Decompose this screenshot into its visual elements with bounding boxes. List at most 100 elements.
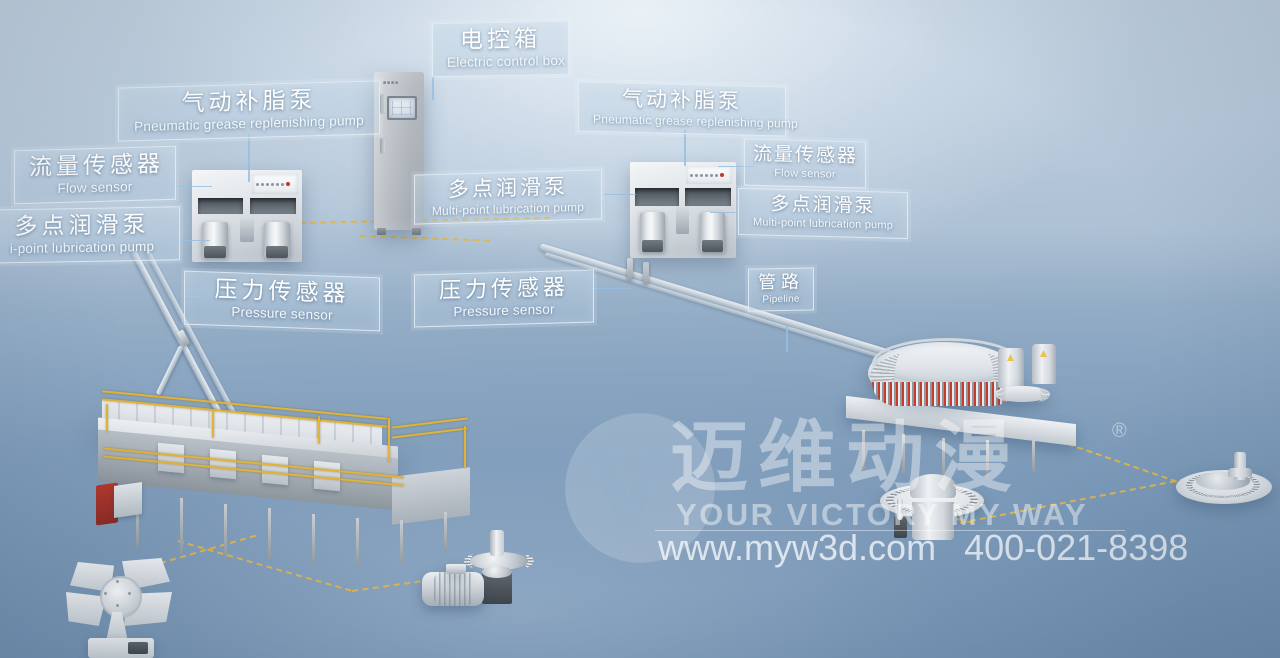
callout-en-text: Pneumatic grease replenishing pump — [134, 112, 364, 135]
right-station-pump-head — [676, 206, 689, 234]
cabinet-door-handle-lower[interactable] — [380, 138, 385, 154]
right-lubrication-station — [630, 162, 736, 258]
cam-bearing-hub — [100, 576, 142, 618]
right-station-motor-2 — [702, 240, 723, 252]
machine-drive-housing — [114, 482, 142, 518]
rotary-leg-1 — [862, 430, 865, 470]
rotary-leg-5 — [1032, 438, 1035, 472]
leader-pipeline — [786, 326, 788, 352]
leader-control-box — [432, 76, 434, 100]
leader-pressure-left — [186, 296, 200, 297]
production-line-machine — [62, 344, 492, 568]
cam-bolt-1 — [116, 580, 119, 583]
safety-rail-post-b — [212, 410, 214, 438]
machine-leg-2 — [180, 498, 183, 554]
leader-flow-sensor-left — [176, 186, 212, 187]
callout-en-text: Multi-point lubrication pump — [431, 199, 585, 219]
cam-bolt-4 — [104, 592, 107, 595]
machine-leg-8 — [444, 512, 447, 552]
warning-triangle-icon-1 — [1007, 354, 1014, 361]
leader-pressure-center — [592, 288, 632, 289]
rotary-tank-right — [1032, 344, 1056, 384]
callout-multipoint-lubrication-pump-left[interactable]: 多点润滑泵 i-point lubrication pump — [0, 206, 180, 264]
pressure-sensor-device-center — [627, 258, 633, 280]
cam-bolt-2 — [128, 592, 131, 595]
machine-leg-6 — [356, 518, 359, 566]
callout-multipoint-lubrication-pump-right[interactable]: 多点润滑泵 Multi-point lubrication pump — [738, 187, 908, 240]
rotary-indexing-machine — [846, 330, 1096, 490]
right-station-motor-1 — [642, 240, 663, 252]
callout-cn-text: 电控箱 — [460, 25, 541, 53]
safety-rail-post-d — [388, 418, 390, 462]
center-bearing-assembly — [880, 470, 990, 550]
cabinet-brand-mark: ■■■■ — [383, 80, 400, 86]
callout-cn-text: 管路 — [758, 271, 804, 293]
callout-pipeline[interactable]: 管路 Pipeline — [748, 267, 814, 312]
motor-cooling-fins — [434, 572, 474, 606]
callout-multipoint-lubrication-pump-center[interactable]: 多点润滑泵 Multi-point lubrication pump — [414, 169, 602, 225]
machine-leg-1 — [136, 492, 139, 548]
cam-bolt-3 — [116, 604, 119, 607]
motor-terminal-box — [446, 564, 466, 574]
gear-hub — [482, 566, 512, 578]
callout-cn-text: 多点润滑泵 — [770, 193, 876, 218]
callout-en-text: Flow sensor — [57, 178, 133, 197]
rotary-tank-left — [998, 348, 1024, 388]
callout-cn-text: 气动补脂泵 — [622, 87, 742, 114]
machine-leg-4 — [268, 508, 271, 560]
callout-en-text: Pneumatic grease replenishing pump — [593, 111, 798, 131]
leader-multipoint-center — [604, 194, 636, 195]
left-station-pump-head — [240, 216, 254, 242]
callout-flow-sensor-left[interactable]: 流量传感器 Flow sensor — [14, 145, 176, 204]
callout-cn-text: 压力传感器 — [438, 274, 569, 303]
rotary-leg-4 — [986, 440, 989, 478]
callout-en-text: Multi-point lubrication pump — [752, 216, 894, 232]
left-station-indicator-leds — [256, 182, 290, 186]
motor-gear-assembly — [420, 528, 535, 620]
right-station-control-panel[interactable] — [686, 166, 732, 184]
callout-en-text: Flow sensor — [774, 167, 836, 181]
warning-triangle-icon-2 — [1040, 350, 1047, 357]
leader-multipoint-left — [176, 240, 210, 241]
rotary-leg-2 — [902, 434, 905, 474]
safety-rail-post-a — [106, 404, 108, 432]
right-station-indicator-leds — [690, 173, 724, 177]
center-bearing-lube-block — [894, 516, 907, 538]
left-station-pump-bay-2 — [250, 198, 296, 214]
bevel-gear-disc — [470, 552, 528, 570]
machine-leg-3 — [224, 504, 227, 558]
leader-pneumatic-right — [684, 130, 686, 166]
callout-flow-sensor-right[interactable]: 流量传感器 Flow sensor — [744, 138, 866, 189]
callout-cn-text: 流量传感器 — [29, 150, 164, 180]
callout-en-text: Pressure sensor — [453, 301, 555, 320]
callout-pneumatic-grease-pump-left[interactable]: 气动补脂泵 Pneumatic grease replenishing pump — [118, 80, 380, 142]
callout-pressure-sensor-left[interactable]: 压力传感器 Pressure sensor — [184, 270, 380, 331]
slewing-bearing-assembly — [1176, 452, 1276, 522]
cabinet-door-handle[interactable] — [380, 94, 385, 114]
callout-electric-control-box[interactable]: 电控箱 Electric control box — [432, 20, 569, 77]
left-station-pump-bay-1 — [198, 198, 243, 214]
cam-support-column — [106, 612, 128, 642]
pressure-sensor-device-center-2 — [643, 262, 649, 284]
left-station-control-panel[interactable] — [252, 174, 298, 194]
safety-rail-post-e — [464, 426, 466, 468]
machine-module-2 — [210, 448, 236, 480]
callout-pressure-sensor-center[interactable]: 压力传感器 Pressure sensor — [414, 269, 594, 328]
callout-pneumatic-grease-pump-right[interactable]: 气动补脂泵 Pneumatic grease replenishing pump — [578, 81, 798, 137]
leader-flow-sensor-right — [718, 166, 754, 167]
callout-cn-text: 多点润滑泵 — [14, 210, 150, 240]
left-station-motor-2 — [266, 246, 288, 258]
callout-en-text: i-point lubrication pump — [9, 238, 155, 257]
callout-en-text: Pipeline — [762, 293, 800, 306]
right-station-pump-bay-1 — [635, 188, 679, 206]
cabinet-hmi-screen[interactable] — [387, 96, 417, 120]
callout-en-text: Pressure sensor — [231, 304, 333, 323]
callout-en-text: Electric control box — [447, 52, 566, 70]
machine-leg-7 — [400, 520, 403, 564]
cabinet-foot-right — [412, 228, 421, 235]
slewing-bearing-clamp — [1228, 468, 1252, 477]
cam-crank-mechanism — [66, 556, 186, 658]
center-bearing-feed-line — [897, 498, 903, 520]
center-bearing-hub — [910, 474, 956, 498]
